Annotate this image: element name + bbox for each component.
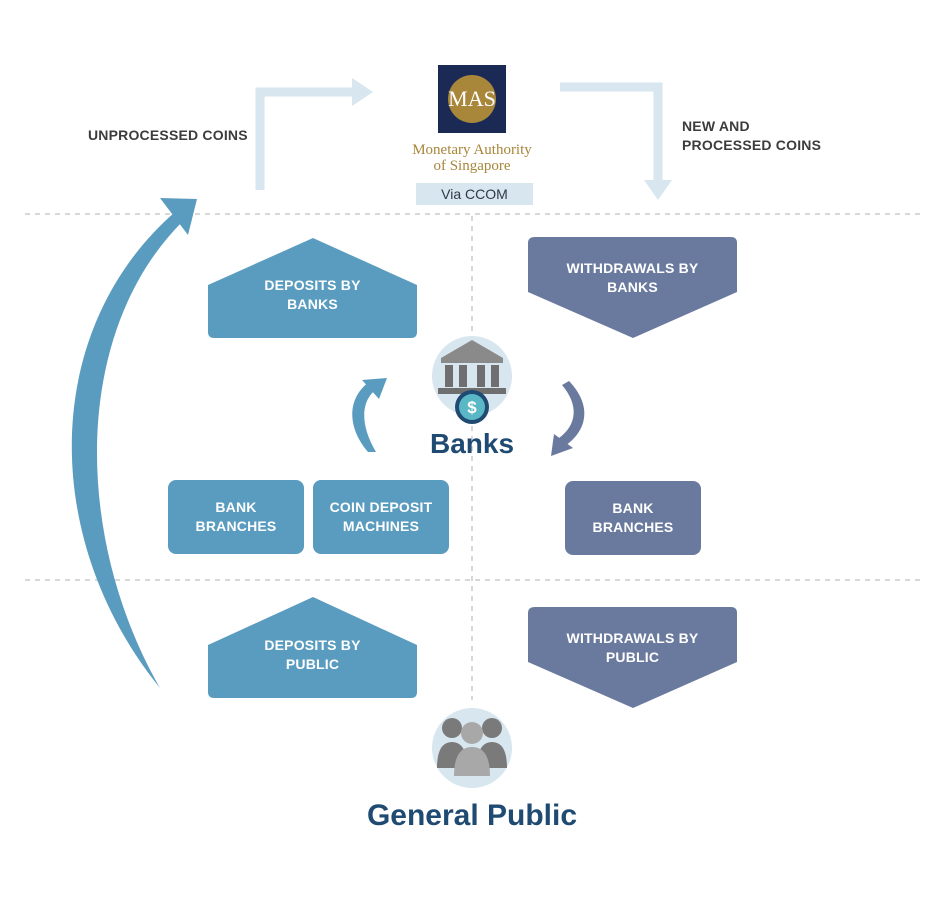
withdrawals-by-banks-label: WITHDRAWALS BY BANKS xyxy=(566,260,699,295)
coin-deposit-machines-box xyxy=(313,480,449,554)
bank-building-dollar-icon: $ xyxy=(432,336,512,424)
bank-branches-left-label: BANK BRANCHES xyxy=(195,499,277,534)
withdrawals-by-banks-shape xyxy=(528,237,737,338)
coin-deposit-machines-label: COIN DEPOSIT MACHINES xyxy=(329,499,433,534)
withdrawals-by-public-shape xyxy=(528,607,737,708)
banks-title: Banks xyxy=(429,428,515,459)
svg-text:$: $ xyxy=(467,398,477,417)
deposits-by-public-label: DEPOSITS BY PUBLIC xyxy=(264,637,361,672)
new-processed-coins-label: NEW AND PROCESSED COINS xyxy=(682,118,822,153)
via-ccom-label: Via CCOM xyxy=(416,183,533,205)
withdrawals-by-public-label: WITHDRAWALS BY PUBLIC xyxy=(566,630,699,665)
arrow-mas-to-banks xyxy=(560,82,672,200)
arrow-public-to-mas-curve xyxy=(71,198,197,688)
bank-branches-right-box xyxy=(565,481,701,555)
deposits-by-public-shape xyxy=(208,597,417,698)
general-public-title: General Public xyxy=(366,799,578,832)
arrow-branches-to-banks xyxy=(352,378,387,452)
people-group-icon xyxy=(432,708,512,788)
arrow-unprocessed-to-mas xyxy=(255,78,373,190)
bank-branches-right-label: BANK BRANCHES xyxy=(592,500,674,535)
deposits-by-banks-shape xyxy=(208,238,417,338)
arrow-banks-to-branches xyxy=(551,381,585,456)
mas-logo-circle xyxy=(448,75,496,123)
unprocessed-coins-label: UNPROCESSED COINS xyxy=(88,127,248,143)
bank-branches-left-box xyxy=(168,480,304,554)
mas-name: Monetary Authority of Singapore xyxy=(412,142,532,174)
deposits-by-banks-label: DEPOSITS BY BANKS xyxy=(264,277,361,312)
mas-logo-text: MAS xyxy=(448,86,496,111)
